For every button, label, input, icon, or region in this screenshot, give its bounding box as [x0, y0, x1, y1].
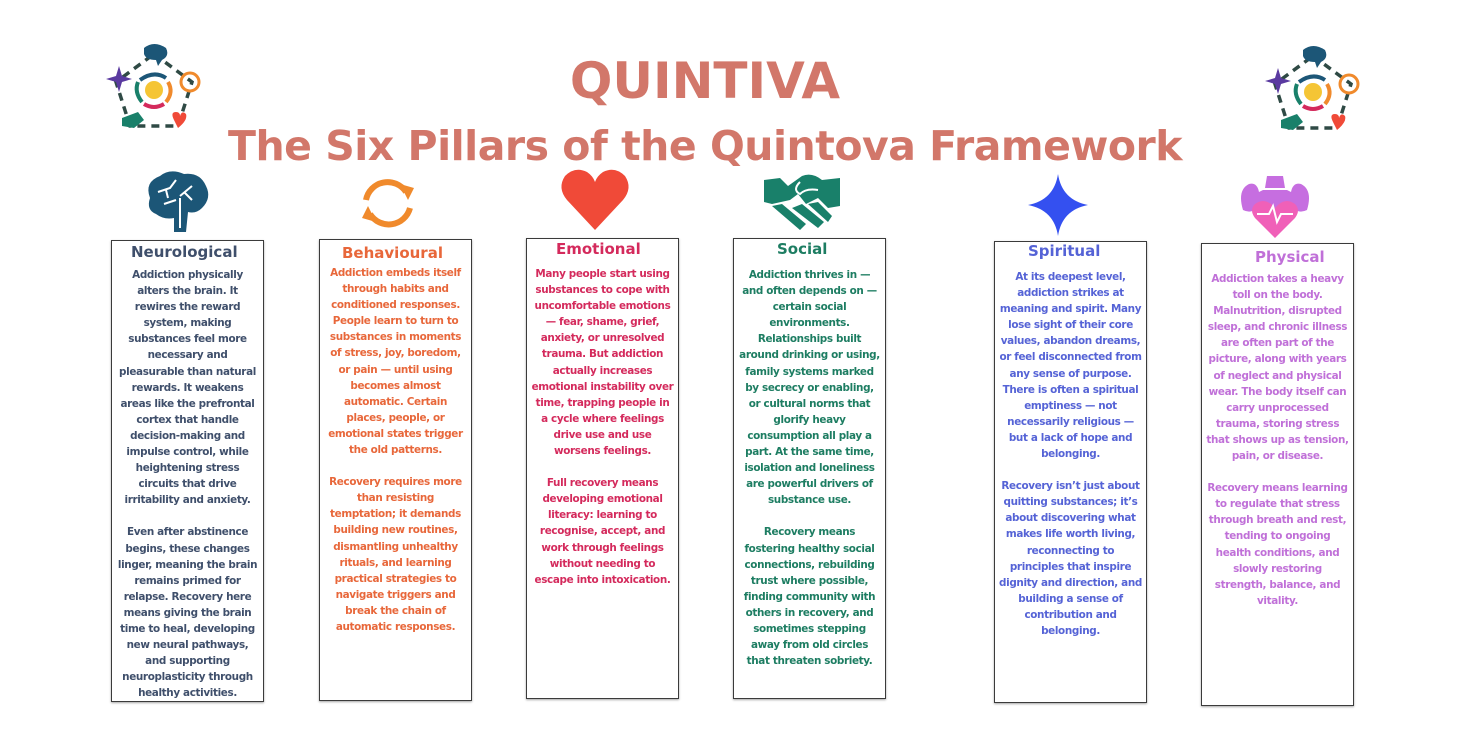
- pillar-description: Addiction physically alters the brain. I…: [119, 269, 256, 507]
- quintova-logo-icon: [1265, 46, 1360, 130]
- pillar-title: Spiritual: [1028, 242, 1101, 260]
- pillar-card-emotional: Emotional Many people start using substa…: [526, 238, 679, 699]
- pillar-title: Physical: [1255, 248, 1325, 266]
- pillar-title: Behavioural: [342, 244, 443, 262]
- pillar-recovery: Recovery isn’t just about quitting subst…: [999, 480, 1142, 637]
- pillar-title: Neurological: [131, 243, 238, 261]
- heart-icon: [561, 169, 629, 230]
- pillar-card-physical: Physical Addiction takes a heavy toll on…: [1201, 243, 1354, 706]
- quintova-logo-icon: [106, 44, 201, 128]
- pillar-recovery: Even after abstinence begins, these chan…: [117, 526, 258, 700]
- brain-icon: [148, 171, 209, 232]
- page-subtitle: The Six Pillars of the Quintova Framewor…: [227, 122, 1183, 170]
- pillar-description: Addiction takes a heavy toll on the body…: [1206, 273, 1349, 463]
- pillar-recovery: Recovery means learning to regulate that…: [1207, 482, 1348, 607]
- strong-body-heart-icon: [1241, 176, 1309, 238]
- cycle-arrows-icon: [362, 179, 414, 228]
- pillar-title: Emotional: [556, 240, 641, 258]
- pillar-card-spiritual: Spiritual At its deepest level, addictio…: [994, 241, 1147, 703]
- pillar-description: Addiction thrives in — and often depends…: [739, 269, 880, 507]
- pillar-card-behavioural: Behavioural Addiction embeds itself thro…: [319, 239, 472, 701]
- pillar-recovery: Recovery means fostering healthy social …: [743, 526, 876, 668]
- page-title: QUINTIVA: [569, 52, 841, 110]
- pillar-description: At its deepest level, addiction strikes …: [999, 271, 1142, 461]
- four-point-star-icon: [1028, 174, 1088, 236]
- handshake-icon: [764, 174, 840, 230]
- pillar-card-neurological: Neurological Addiction physically alters…: [111, 240, 264, 702]
- pillar-recovery: Recovery requires more than resisting te…: [329, 476, 462, 633]
- pillar-title: Social: [777, 240, 828, 258]
- pillar-description: Many people start using substances to co…: [531, 268, 674, 458]
- pillar-recovery: Full recovery means developing emotional…: [534, 477, 671, 586]
- pillar-card-social: Social Addiction thrives in — and often …: [733, 238, 886, 699]
- pillar-description: Addiction embeds itself through habits a…: [328, 267, 463, 457]
